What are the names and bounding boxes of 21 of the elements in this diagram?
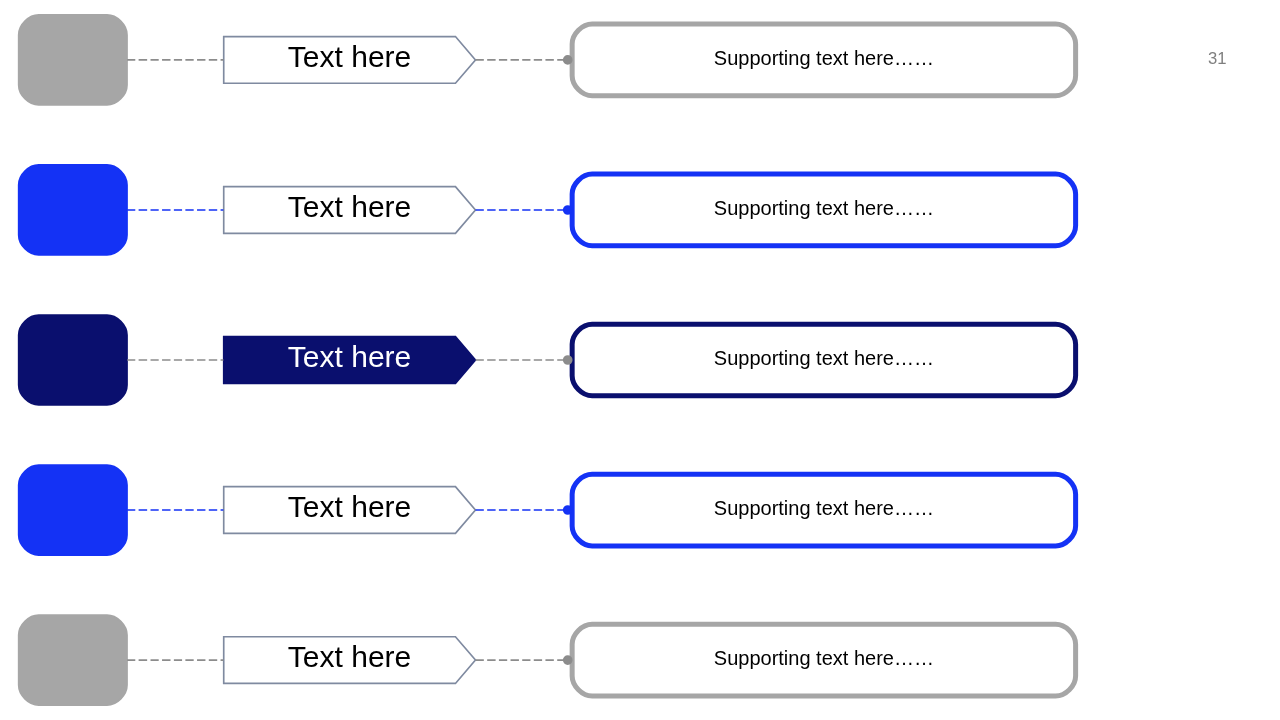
node-box: Supporting text here…… bbox=[569, 21, 1078, 99]
node-box: Supporting text here…… bbox=[569, 171, 1078, 249]
label: 31 bbox=[1207, 49, 1227, 69]
node-box bbox=[17, 164, 128, 256]
connector bbox=[125, 659, 224, 661]
node-box: Supporting text here…… bbox=[569, 321, 1078, 399]
connector bbox=[474, 55, 573, 65]
connector bbox=[125, 509, 224, 511]
connector bbox=[474, 655, 573, 665]
connector bbox=[474, 505, 573, 515]
node-box bbox=[17, 314, 128, 406]
node-box bbox=[17, 464, 128, 556]
node-box bbox=[17, 14, 128, 106]
connector bbox=[125, 59, 224, 61]
connector bbox=[125, 209, 224, 211]
node-box: Supporting text here…… bbox=[569, 621, 1078, 699]
connector bbox=[474, 205, 573, 215]
node-box bbox=[17, 614, 128, 706]
connector bbox=[474, 355, 573, 365]
node-box: Supporting text here…… bbox=[569, 471, 1078, 549]
connector bbox=[125, 359, 224, 361]
